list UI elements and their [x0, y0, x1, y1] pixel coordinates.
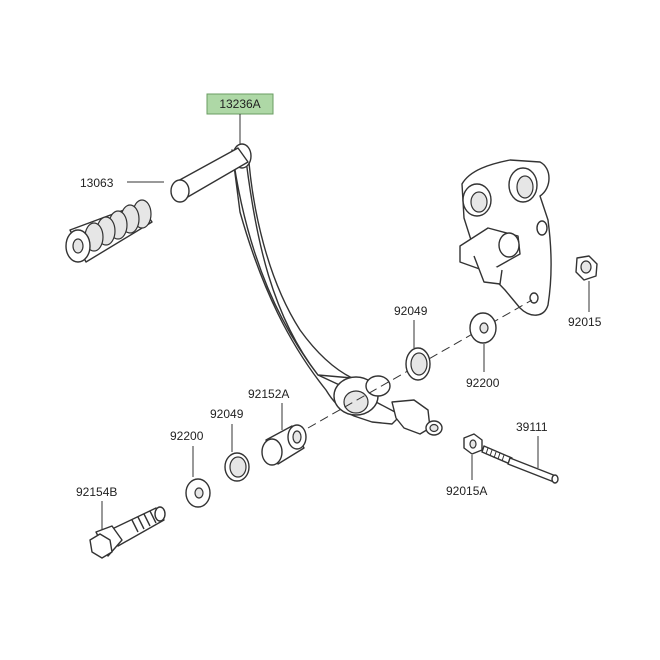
- callout-13236A[interactable]: 13236A: [206, 93, 274, 146]
- callout-39111-label: 39111: [516, 420, 548, 434]
- washer-92200-right: [469, 312, 497, 344]
- frame-bracket-pivot-hole: [529, 292, 539, 304]
- callout-39111[interactable]: 39111: [516, 420, 548, 468]
- bolt-92154B-thread: [131, 510, 157, 533]
- shift-lever: [231, 143, 443, 436]
- bolt-92154B-head: [89, 533, 113, 559]
- shift-lever-hub-bore: [343, 390, 369, 414]
- callout-92049-top-label: 92049: [394, 304, 428, 318]
- peg-shaft-end: [170, 179, 190, 203]
- bolt-92154B-tip: [154, 506, 166, 522]
- tie-rod-39111-body: [507, 457, 557, 483]
- callout-92015[interactable]: 92015: [568, 281, 602, 329]
- shift-lever-web: [245, 149, 353, 379]
- collar-92152A-bore: [292, 430, 302, 444]
- nut-92015-hole: [580, 260, 592, 274]
- callout-92015A-label: 92015A: [446, 484, 487, 498]
- washer-92200-left-inner: [194, 487, 204, 499]
- seal-92049-top-inner: [410, 352, 428, 376]
- seal-92049-left: [224, 452, 250, 482]
- nut-92015A-hole: [469, 439, 477, 449]
- collar-92152A-end-left: [261, 438, 283, 466]
- seal-92049-top: [405, 347, 431, 381]
- callout-92154B-label: 92154B: [76, 485, 117, 499]
- callout-92200-left[interactable]: 92200: [170, 429, 204, 477]
- callout-92152A-label: 92152A: [248, 387, 289, 401]
- nut-92015: [575, 255, 598, 281]
- callout-13063[interactable]: 13063: [80, 176, 164, 190]
- seal-92049-left-inner: [229, 456, 247, 478]
- frame-bracket-small-hole: [536, 220, 548, 236]
- frame-bracket-boss-fork: [473, 255, 503, 285]
- callout-92200-right-label: 92200: [466, 376, 500, 390]
- callout-92200-right[interactable]: 92200: [466, 344, 500, 390]
- tie-rod-39111-end: [551, 474, 559, 484]
- rubber-peg: [65, 199, 153, 263]
- shift-peg-shaft: [170, 147, 249, 203]
- washer-92200-right-inner: [479, 322, 489, 334]
- frame-bracket: [459, 159, 552, 316]
- nut-92015A: [463, 433, 483, 455]
- frame-bracket-hole-left-inner: [470, 191, 488, 213]
- callout-13236A-label: 13236A: [219, 97, 260, 111]
- tie-rod-39111: [481, 445, 559, 484]
- callout-92049-left-label: 92049: [210, 407, 244, 421]
- callout-92200-left-label: 92200: [170, 429, 204, 443]
- callout-92049-top[interactable]: 92049: [394, 304, 428, 348]
- callout-92015-label: 92015: [568, 315, 602, 329]
- callout-92154B[interactable]: 92154B: [76, 485, 117, 530]
- bolt-92154B: [89, 506, 166, 559]
- callout-92015A[interactable]: 92015A: [446, 455, 487, 498]
- shift-lever-clevis: [391, 399, 431, 435]
- collar-92152A: [261, 424, 307, 466]
- rubber-peg-end-hole: [72, 238, 84, 254]
- tie-rod-39111-thread-lines: [485, 447, 505, 462]
- tie-rod-39111-threaded: [481, 445, 513, 465]
- frame-bracket-hole-right-inner: [516, 175, 534, 199]
- callout-92049-left[interactable]: 92049: [210, 407, 244, 452]
- callout-13063-label: 13063: [80, 176, 114, 190]
- frame-bracket-boss-end: [498, 232, 520, 258]
- callout-92152A[interactable]: 92152A: [248, 387, 289, 430]
- washer-92200-left: [185, 478, 211, 508]
- shift-lever-clevis-hole-inner: [429, 423, 439, 433]
